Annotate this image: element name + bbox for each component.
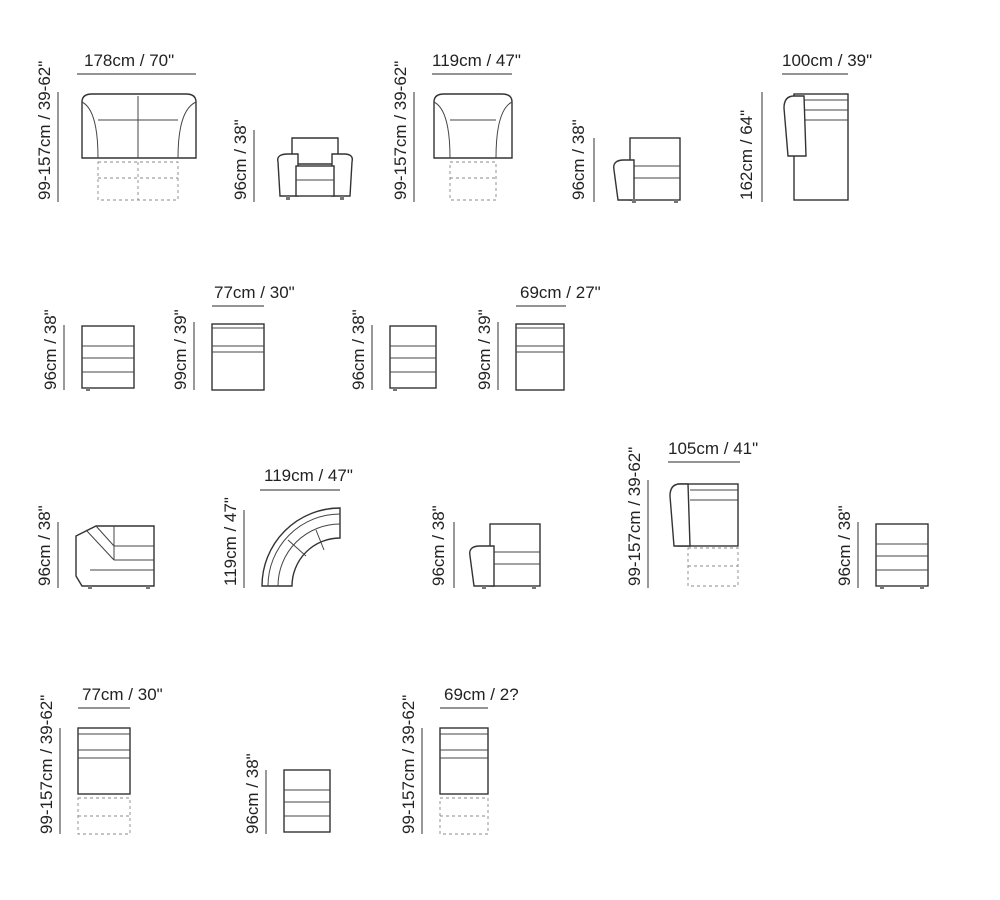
- armless-seat-96d: 96cm / 38": [243, 753, 331, 834]
- seat-one-arm-b: 96cm / 38": [429, 505, 541, 589]
- armless-seat-96c: 96cm / 38": [835, 505, 929, 589]
- width-label: 69cm / 27": [520, 283, 601, 302]
- armchair: 96cm / 38": [231, 119, 354, 202]
- height-label: 99-157cm / 39-62": [35, 61, 54, 200]
- sofa-2-seat-recliner: 99-157cm / 39-62" 178cm / 70": [35, 51, 197, 202]
- height-label: 96cm / 38": [41, 309, 60, 390]
- seat-one-arm: 96cm / 38": [569, 119, 681, 203]
- width-label: 77cm / 30": [82, 685, 163, 704]
- armless-seat-96b: 96cm / 38": [349, 309, 437, 391]
- width-label: 100cm / 39": [782, 51, 872, 70]
- width-label: 105cm / 41": [668, 439, 758, 458]
- height-label: 96cm / 38": [35, 505, 54, 586]
- height-label: 99cm / 39": [171, 309, 190, 390]
- height-label: 119cm / 47": [221, 497, 240, 586]
- armless-seat-77: 99cm / 39" 77cm / 30": [171, 283, 295, 391]
- armless-seat-96: 96cm / 38": [41, 309, 135, 391]
- height-label: 96cm / 38": [231, 119, 250, 200]
- width-label: 119cm / 47": [264, 466, 353, 485]
- armless-seat-69: 99cm / 39" 69cm / 27": [475, 283, 601, 391]
- height-label: 99-157cm / 39-62": [391, 61, 410, 200]
- height-label: 99cm / 39": [475, 309, 494, 390]
- curved-corner: 119cm / 47" 119cm / 47": [221, 466, 353, 588]
- chaise-longue: 162cm / 64" 100cm / 39": [737, 51, 872, 202]
- height-label: 99-157cm / 39-62": [399, 695, 418, 834]
- width-label: 119cm / 47": [432, 51, 521, 70]
- height-label: 96cm / 38": [243, 753, 262, 834]
- height-label: 96cm / 38": [349, 309, 368, 390]
- height-label: 96cm / 38": [569, 119, 588, 200]
- height-label: 162cm / 64": [737, 110, 756, 200]
- height-label: 96cm / 38": [835, 505, 854, 586]
- corner-seat: 96cm / 38": [35, 505, 155, 589]
- height-label: 96cm / 38": [429, 505, 448, 586]
- chaise-recliner: 99-157cm / 39-62" 105cm / 41": [625, 439, 758, 588]
- sofa-1-seat-recliner: 99-157cm / 39-62" 119cm / 47": [391, 51, 521, 202]
- height-label: 99-157cm / 39-62": [625, 447, 644, 586]
- recliner-armless-77: 99-157cm / 39-62" 77cm / 30": [37, 685, 163, 835]
- width-label: 77cm / 30": [214, 283, 295, 302]
- recliner-armless-69: 99-157cm / 39-62" 69cm / 2?: [399, 685, 519, 835]
- height-label: 99-157cm / 39-62": [37, 695, 56, 834]
- width-label: 178cm / 70": [84, 51, 174, 70]
- width-label: 69cm / 2?: [444, 685, 519, 704]
